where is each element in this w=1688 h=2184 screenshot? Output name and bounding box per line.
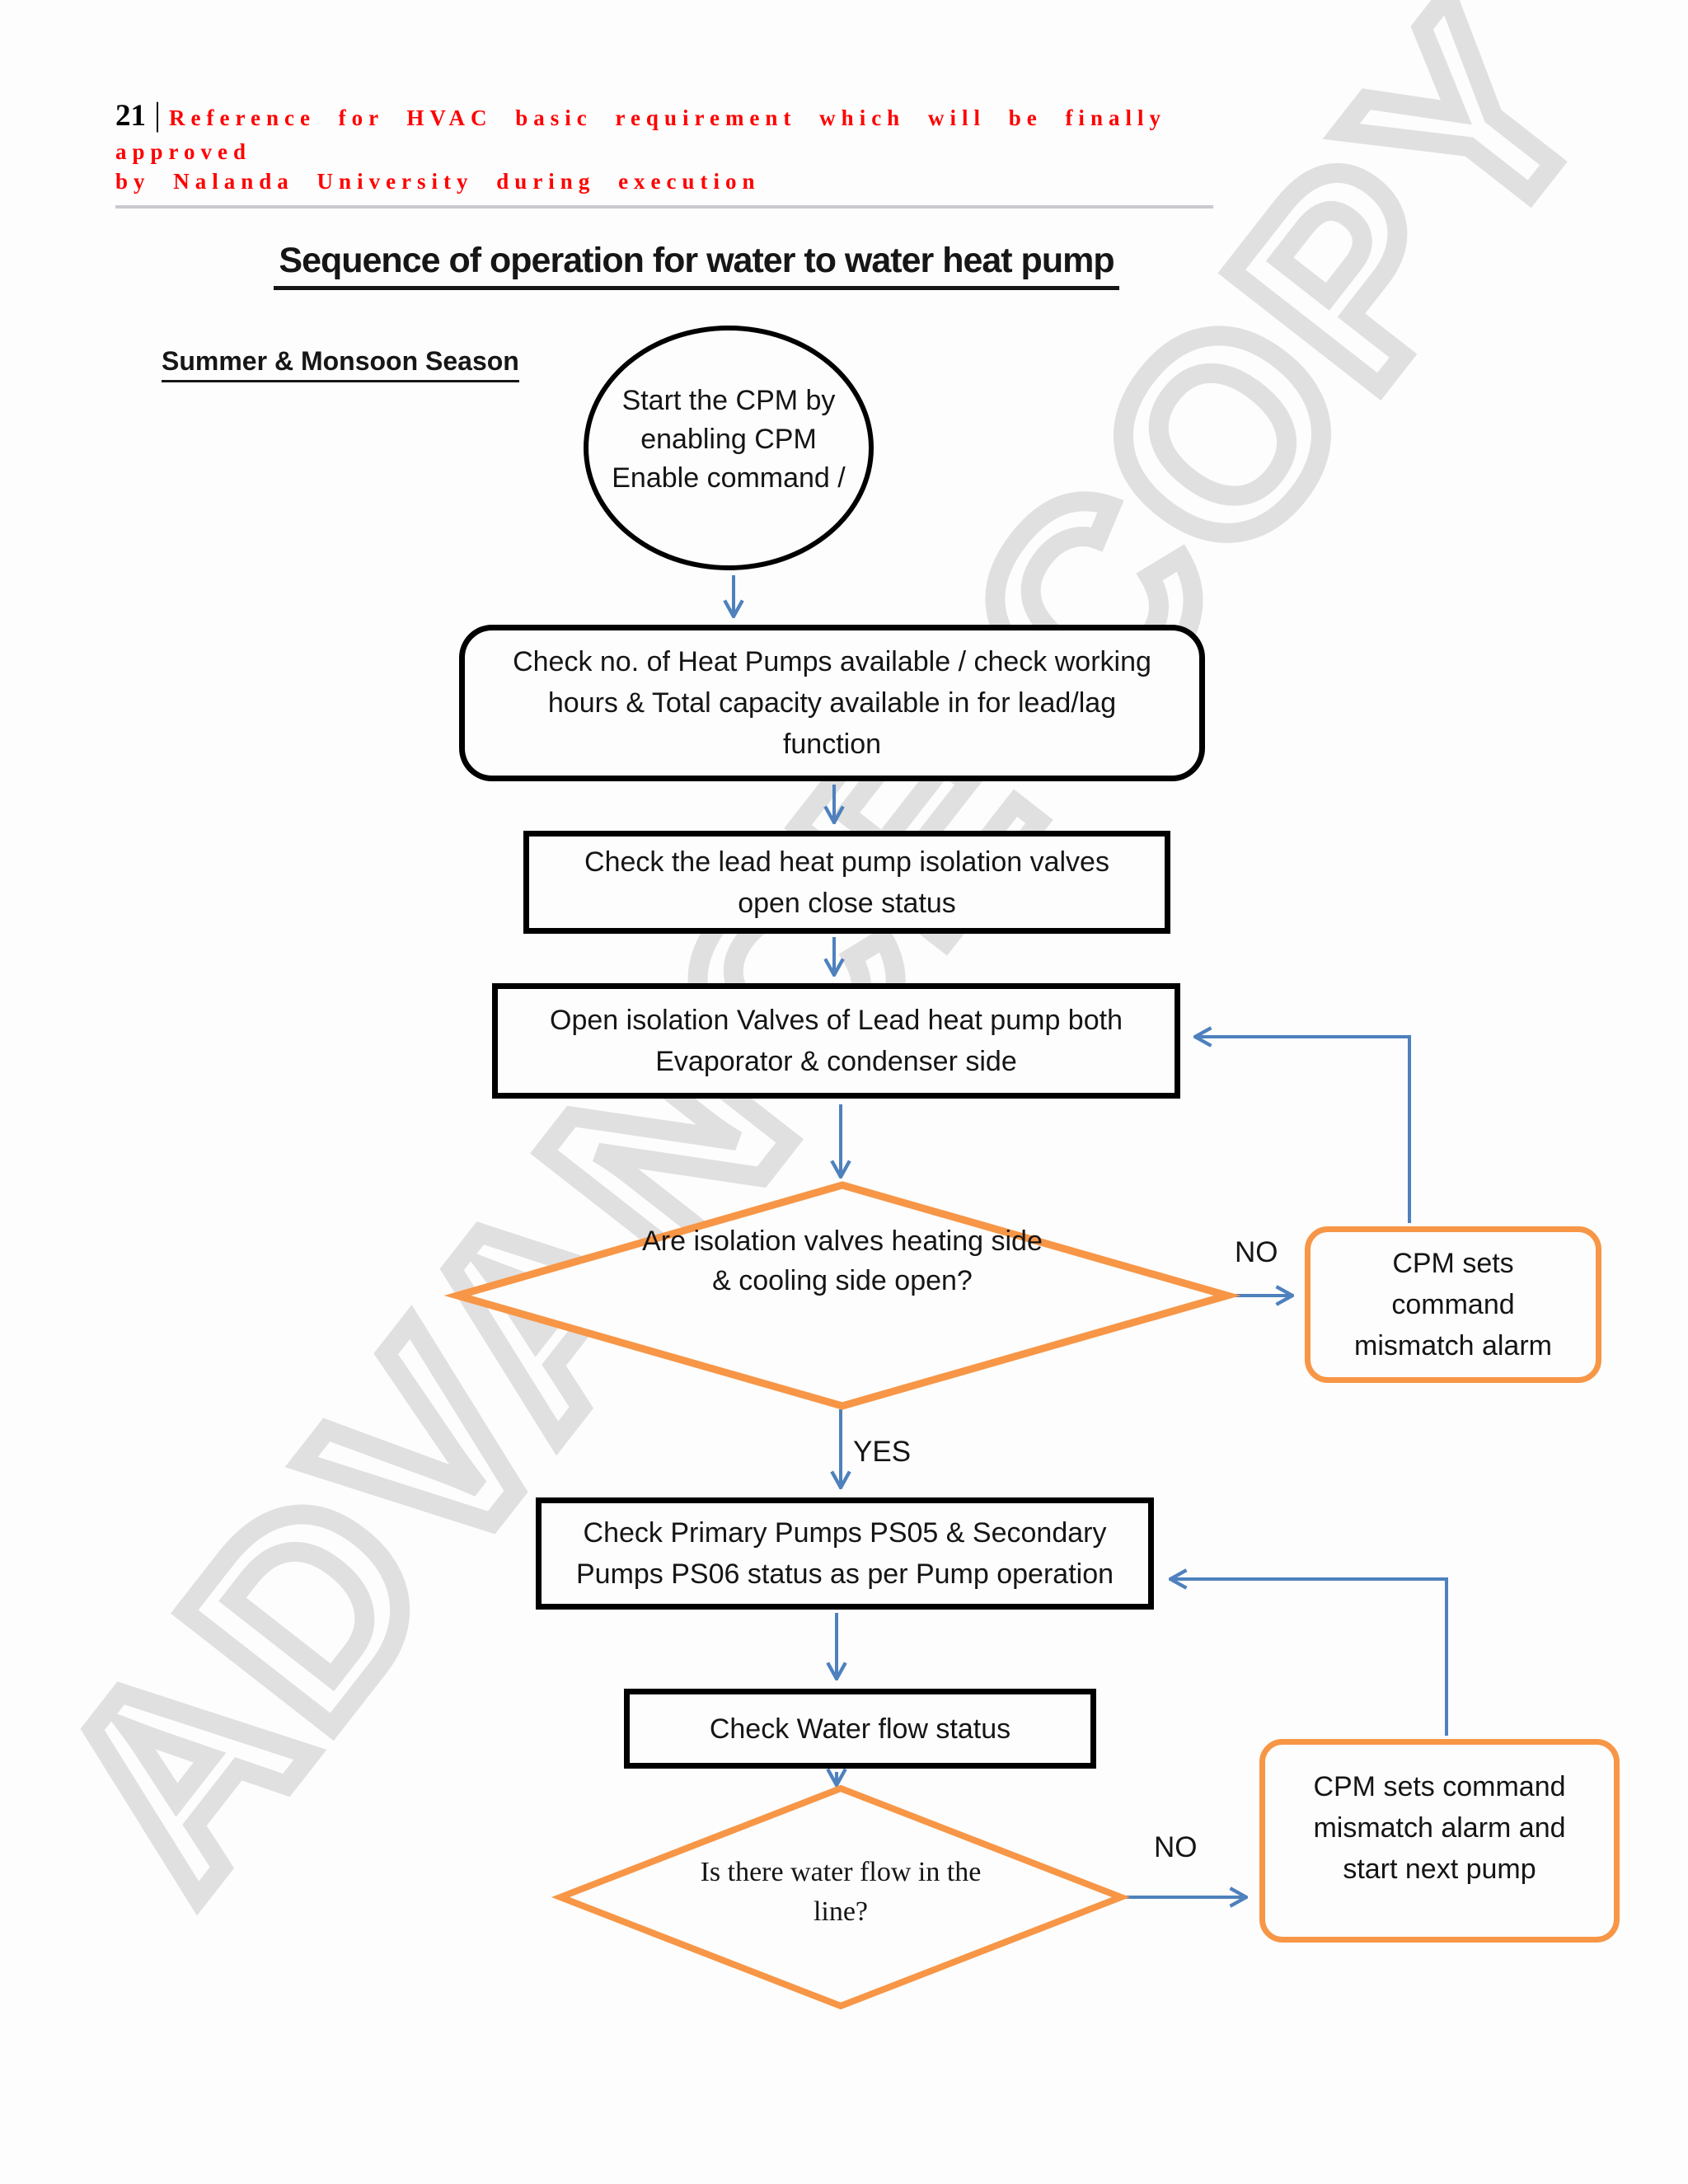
header-line2: by Nalanda University during execution bbox=[115, 169, 761, 194]
node-line: Enable command / bbox=[612, 462, 846, 494]
page-title: Sequence of operation for water to water… bbox=[274, 241, 1119, 290]
node-line: open close status bbox=[738, 887, 956, 919]
page-header: 21|Reference for HVAC basic requirement … bbox=[115, 92, 1213, 209]
node-line: flow in the line? bbox=[813, 1857, 982, 1927]
node-cpm-mismatch-alarm: CPM sets command mismatch alarm bbox=[1305, 1226, 1601, 1383]
node-line: Evaporator & condenser side bbox=[655, 1046, 1017, 1077]
node-check-primary-secondary-pumps: Check Primary Pumps PS05 & Secondary Pum… bbox=[536, 1497, 1154, 1610]
node-line: start next pump bbox=[1343, 1854, 1536, 1885]
node-check-isolation-status: Check the lead heat pump isolation valve… bbox=[523, 831, 1170, 934]
node-start-ellipse: Start the CPM by enabling CPM Enable com… bbox=[584, 326, 874, 570]
node-line: Check no. of Heat Pumps available / chec… bbox=[513, 646, 1151, 677]
edge-label-no-2: NO bbox=[1154, 1831, 1198, 1863]
node-line: heating side & cooling bbox=[712, 1226, 1043, 1296]
header-line1: Reference for HVAC basic requirement whi… bbox=[115, 105, 1166, 164]
node-line: side open? bbox=[835, 1265, 973, 1296]
node-line: mismatch alarm bbox=[1354, 1330, 1552, 1361]
node-line: Are isolation valves bbox=[642, 1226, 884, 1257]
season-label: Summer & Monsoon Season bbox=[162, 346, 519, 382]
node-line: CPM sets command bbox=[1313, 1771, 1566, 1802]
decision-water-flow-diamond bbox=[551, 1784, 1131, 2010]
node-line: Check Primary Pumps PS05 & Secondary bbox=[583, 1517, 1107, 1549]
node-decision-water-flow: Is there water flow in the line? bbox=[676, 1853, 1006, 1932]
node-check-water-flow: Check Water flow status bbox=[624, 1689, 1096, 1769]
node-line: function bbox=[782, 729, 882, 760]
node-line: Check Water flow status bbox=[709, 1713, 1011, 1745]
edge-label-no-1: NO bbox=[1235, 1236, 1278, 1268]
node-line: hours & Total capacity available in for … bbox=[547, 687, 1117, 719]
node-check-heat-pumps: Check no. of Heat Pumps available / chec… bbox=[459, 625, 1205, 781]
header-separator: | bbox=[154, 96, 162, 133]
node-open-isolation-valves: Open isolation Valves of Lead heat pump … bbox=[492, 983, 1180, 1099]
node-cpm-mismatch-alarm-next-pump: CPM sets command mismatch alarm and star… bbox=[1259, 1739, 1620, 1943]
edge-label-yes: YES bbox=[853, 1436, 912, 1468]
node-line: Is there water bbox=[700, 1857, 853, 1887]
node-line: mismatch alarm and bbox=[1313, 1812, 1566, 1844]
node-line: CPM sets bbox=[1392, 1248, 1514, 1279]
decision-valves-open-diamond bbox=[443, 1181, 1241, 1410]
node-line: Check the lead heat pump isolation valve… bbox=[584, 846, 1109, 878]
edge-alarm1-loop-to-openiso bbox=[1195, 1037, 1411, 1223]
node-decision-valves-open: Are isolation valves heating side & cool… bbox=[636, 1221, 1048, 1301]
node-line: enabling CPM bbox=[640, 424, 817, 455]
node-line: Open isolation Valves of Lead heat pump … bbox=[550, 1005, 1123, 1036]
edge-alarm2-loop-to-pumps bbox=[1170, 1579, 1448, 1736]
node-line: command bbox=[1391, 1289, 1515, 1320]
title-wrap: Sequence of operation for water to water… bbox=[157, 241, 1236, 290]
node-line: Pumps PS06 status as per Pump operation bbox=[575, 1558, 1114, 1590]
page-number: 21 bbox=[115, 99, 146, 133]
node-line: Start the CPM by bbox=[621, 385, 836, 416]
